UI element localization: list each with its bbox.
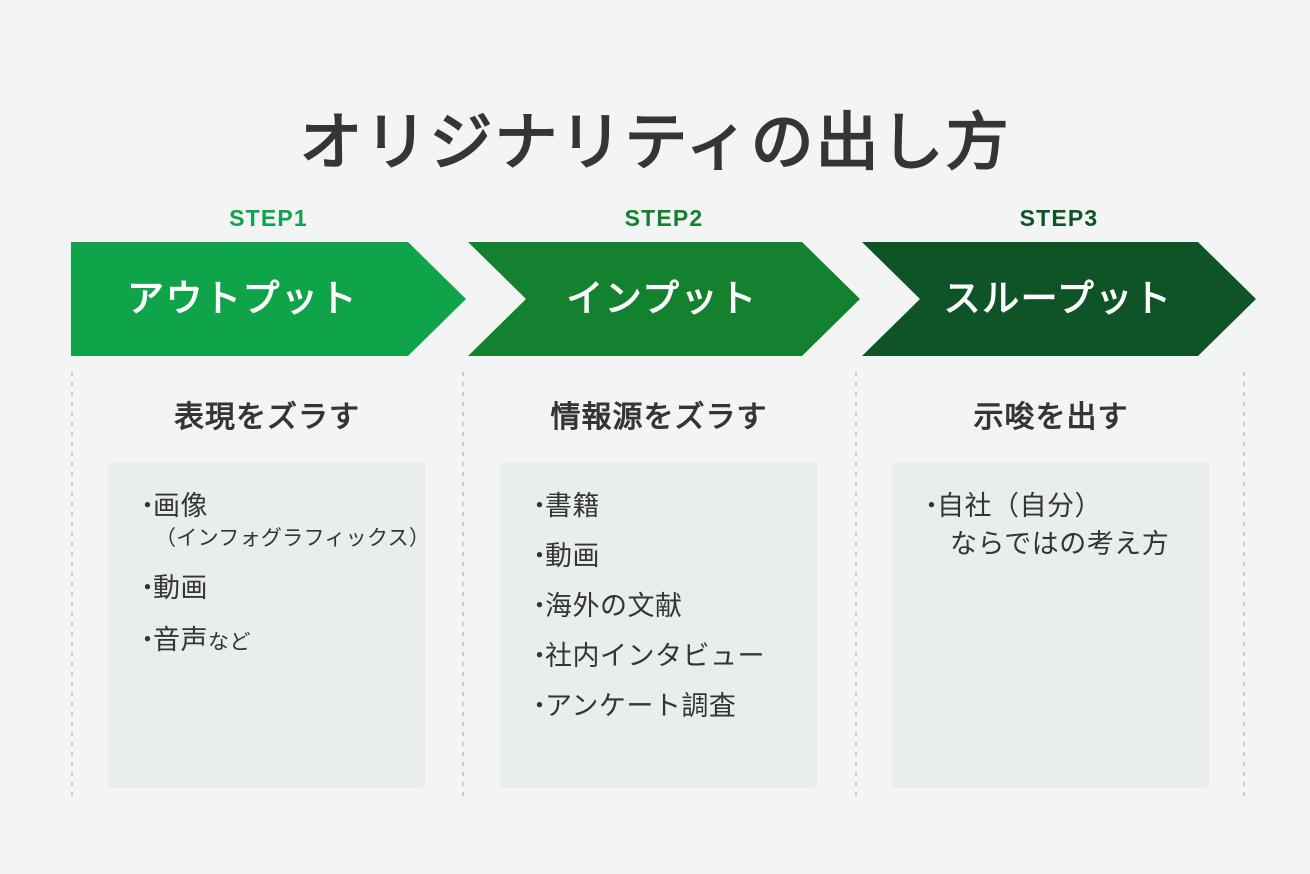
list-item-main-text: 書籍 <box>545 491 600 521</box>
list-item-label: 書籍 <box>545 488 818 524</box>
bullet-dot-icon: ・ <box>527 542 553 570</box>
page-title: オリジナリティの出し方 <box>299 108 1011 179</box>
bullet-list-3: ・自社（自分） ならではの考え方 <box>892 488 1210 564</box>
list-item-body: 社内インタビュー <box>545 638 818 674</box>
bullet-dot-icon: ・ <box>527 692 553 720</box>
column-divider-right <box>1243 372 1245 800</box>
list-item: ・書籍 <box>500 488 818 524</box>
step-arrow-1[interactable]: アウトプット <box>71 242 466 356</box>
step-arrow-2[interactable]: インプット <box>468 242 860 356</box>
list-item: ・自社（自分） ならではの考え方 <box>892 488 1210 564</box>
list-item-body: 書籍 <box>545 488 818 524</box>
bullet-dot-icon: ・ <box>135 626 161 654</box>
list-item: ・海外の文献 <box>500 588 818 624</box>
list-item-body: アンケート調査 <box>545 688 818 724</box>
column-divider-2 <box>855 372 857 800</box>
list-item: ・画像 （インフォグラフィックス） <box>108 488 431 554</box>
list-item: ・音声など <box>108 622 426 661</box>
bullet-dot-icon: ・ <box>527 642 553 670</box>
list-item-main-text: 自社（自分） <box>937 491 1102 521</box>
step-card-1: ・画像（インフォグラフィックス）・動画・音声など <box>108 462 431 788</box>
list-item-body: 自社（自分） ならではの考え方 <box>937 488 1210 564</box>
list-item-label: 自社（自分） <box>937 488 1210 524</box>
list-item-main-text: 社内インタビュー <box>545 641 765 671</box>
step-label-2: STEP2 <box>624 205 704 231</box>
list-item-label: 音声など <box>153 622 426 661</box>
column-divider-left <box>71 372 73 800</box>
bullet-list-1: ・画像（インフォグラフィックス）・動画・音声など <box>108 488 431 661</box>
list-item-body: 動画 <box>153 570 426 606</box>
column-heading-2: 情報源をズラす <box>550 401 768 434</box>
list-item-second-line: ならではの考え方 <box>950 529 1170 559</box>
step-label-3: STEP3 <box>1019 205 1099 231</box>
list-item: ・社内インタビュー <box>500 638 818 674</box>
list-item-subtext: （インフォグラフィックス） <box>155 527 431 550</box>
list-item-main-text: 海外の文献 <box>545 591 683 621</box>
list-item: ・アンケート調査 <box>500 688 818 724</box>
list-item-body: 海外の文献 <box>545 588 818 624</box>
list-item-label: 海外の文献 <box>545 588 818 624</box>
bullet-list-2: ・書籍・動画・海外の文献・社内インタビュー・アンケート調査 <box>500 488 818 724</box>
list-item-main-text: アンケート調査 <box>545 691 737 721</box>
bullet-dot-icon: ・ <box>135 492 161 520</box>
step-arrow-3-title: スループット <box>943 278 1173 319</box>
step-arrow-3[interactable]: スループット <box>862 242 1256 356</box>
step-label-1: STEP1 <box>229 205 308 231</box>
bullet-dot-icon: ・ <box>527 492 553 520</box>
bullet-dot-icon: ・ <box>135 574 161 602</box>
column-divider-1 <box>462 372 464 800</box>
step-arrow-2-title: インプット <box>566 278 758 319</box>
list-item-label: 画像 <box>153 488 426 524</box>
step-card-3: ・自社（自分） ならではの考え方 <box>892 462 1210 788</box>
list-item-label: 動画 <box>153 570 426 606</box>
list-item-main-text: 画像 <box>153 491 208 521</box>
step-arrow-1-title: アウトプット <box>127 278 358 319</box>
list-item-main-text: 動画 <box>153 573 208 603</box>
list-item: ・動画 <box>500 538 818 574</box>
column-heading-1: 表現をズラす <box>174 401 360 434</box>
bullet-dot-icon: ・ <box>527 592 553 620</box>
step-arrow-band: アウトプット インプット スループット <box>0 242 1310 356</box>
bullet-dot-icon: ・ <box>919 492 945 520</box>
step-card-2: ・書籍・動画・海外の文献・社内インタビュー・アンケート調査 <box>500 462 818 788</box>
list-item-body: 音声など <box>153 622 426 661</box>
list-item: ・動画 <box>108 570 426 606</box>
list-item-label: アンケート調査 <box>545 688 818 724</box>
list-item-suffix-text: など <box>208 631 251 654</box>
list-item-label: 社内インタビュー <box>545 638 818 674</box>
column-heading-3: 示唆を出す <box>973 401 1129 434</box>
list-item-main-text: 音声 <box>153 625 208 655</box>
list-item-label: 動画 <box>545 538 818 574</box>
list-item-body: 画像 （インフォグラフィックス） <box>153 488 431 554</box>
list-item-body: 動画 <box>545 538 818 574</box>
list-item-main-text: 動画 <box>545 541 600 571</box>
